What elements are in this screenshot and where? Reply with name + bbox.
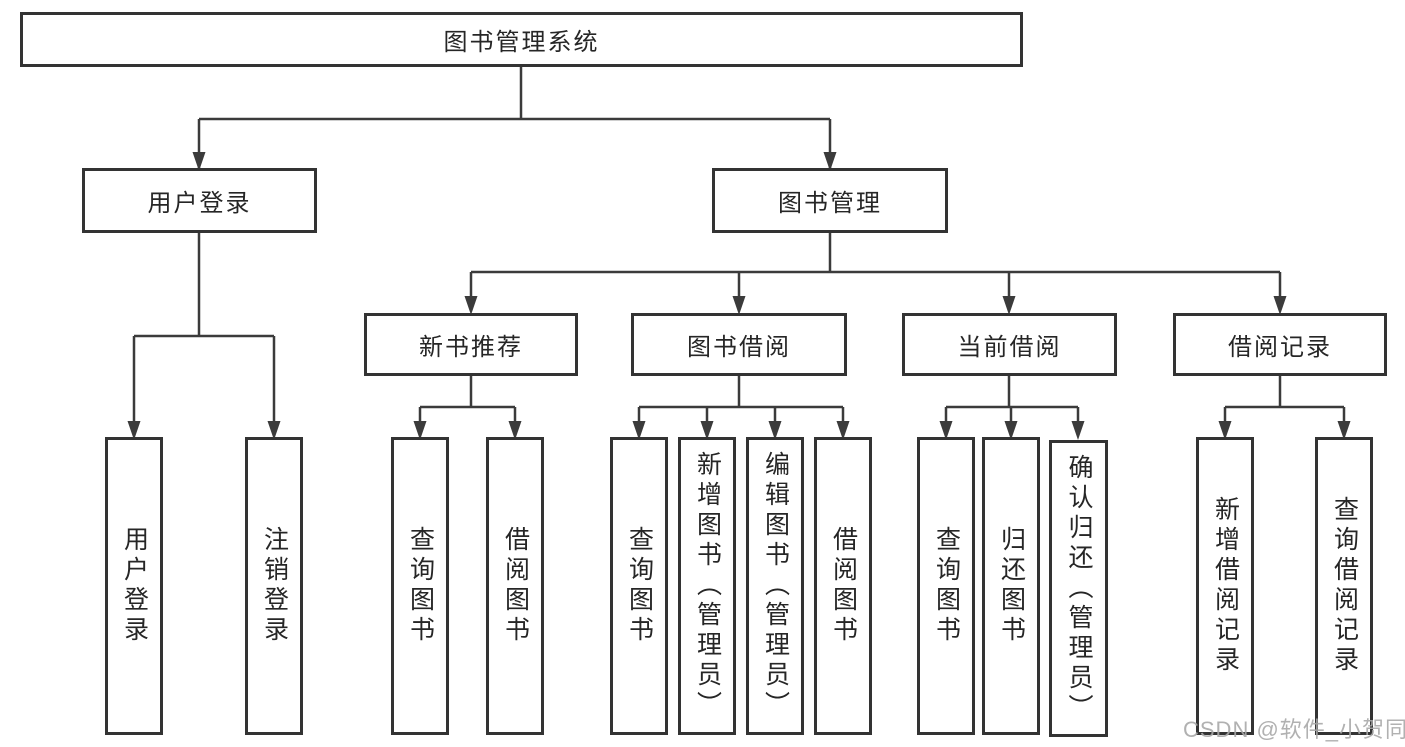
leaf-add-borrow-record-label: 新增借阅记录: [1211, 496, 1240, 676]
leaf-borrow-books-borrowing-label: 借阅图书: [829, 526, 858, 646]
arrowheads: [127, 152, 1351, 440]
node-library-management-system: 图书管理系统: [20, 12, 1023, 67]
leaf-borrow-books-recommend: 借阅图书: [486, 437, 544, 735]
leaf-logout: 注销登录: [245, 437, 303, 735]
leaf-confirm-return-admin-label: 确认归还（管理员）: [1065, 453, 1093, 724]
node-current-borrowing: 当前借阅: [902, 313, 1117, 376]
node-borrowing-records-label: 借阅记录: [1228, 334, 1332, 361]
leaf-query-borrow-record: 查询借阅记录: [1315, 437, 1373, 735]
leaf-query-books-borrowing: 查询图书: [610, 437, 668, 735]
leaf-borrow-books-borrowing: 借阅图书: [814, 437, 872, 735]
node-new-book-recommend-label: 新书推荐: [419, 334, 523, 361]
leaf-return-books-label: 归还图书: [997, 526, 1026, 646]
leaf-query-books-current-label: 查询图书: [932, 526, 961, 646]
leaf-add-borrow-record: 新增借阅记录: [1196, 437, 1254, 735]
node-library-management-system-label: 图书管理系统: [443, 29, 600, 56]
leaf-add-books-admin: 新增图书（管理员）: [678, 437, 736, 735]
leaf-query-books-recommend-label: 查询图书: [406, 526, 435, 646]
leaf-edit-books-admin-label: 编辑图书（管理员）: [761, 451, 790, 721]
leaf-add-books-admin-label: 新增图书（管理员）: [693, 451, 722, 721]
node-current-borrowing-label: 当前借阅: [957, 334, 1062, 361]
leaf-user-login-label: 用户登录: [120, 526, 149, 646]
leaf-return-books: 归还图书: [982, 437, 1040, 735]
node-new-book-recommend: 新书推荐: [364, 313, 578, 376]
leaf-query-books-current: 查询图书: [917, 437, 975, 735]
node-user-login-label: 用户登录: [147, 190, 252, 217]
node-book-borrowing-label: 图书借阅: [687, 334, 791, 361]
node-book-management: 图书管理: [712, 168, 948, 233]
csdn-watermark: CSDN @软件_小贺同学: [1183, 717, 1405, 742]
leaf-query-books-recommend: 查询图书: [391, 437, 449, 735]
leaf-edit-books-admin: 编辑图书（管理员）: [746, 437, 804, 735]
leaf-borrow-books-recommend-label: 借阅图书: [501, 526, 530, 646]
leaf-user-login: 用户登录: [105, 437, 163, 735]
leaf-confirm-return-admin: 确认归还（管理员）: [1049, 440, 1108, 737]
leaf-query-borrow-record-label: 查询借阅记录: [1330, 496, 1359, 676]
leaf-query-books-borrowing-label: 查询图书: [625, 526, 654, 646]
leaf-logout-label: 注销登录: [260, 526, 289, 646]
node-book-borrowing: 图书借阅: [631, 313, 847, 376]
node-borrowing-records: 借阅记录: [1173, 313, 1387, 376]
node-book-management-label: 图书管理: [778, 190, 882, 217]
node-user-login: 用户登录: [82, 168, 317, 233]
